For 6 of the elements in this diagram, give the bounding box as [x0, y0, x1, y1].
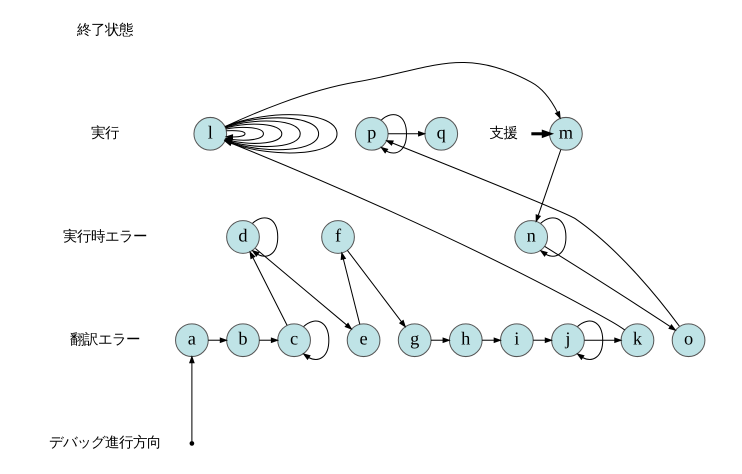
label: 実行	[90, 126, 119, 142]
label: デバッグ進行方向	[48, 435, 161, 452]
label: 終了状態	[76, 22, 133, 38]
label: 翻訳エラー	[70, 332, 140, 348]
node-text: 支援	[489, 126, 518, 142]
label: 実行時エラー	[62, 228, 147, 245]
